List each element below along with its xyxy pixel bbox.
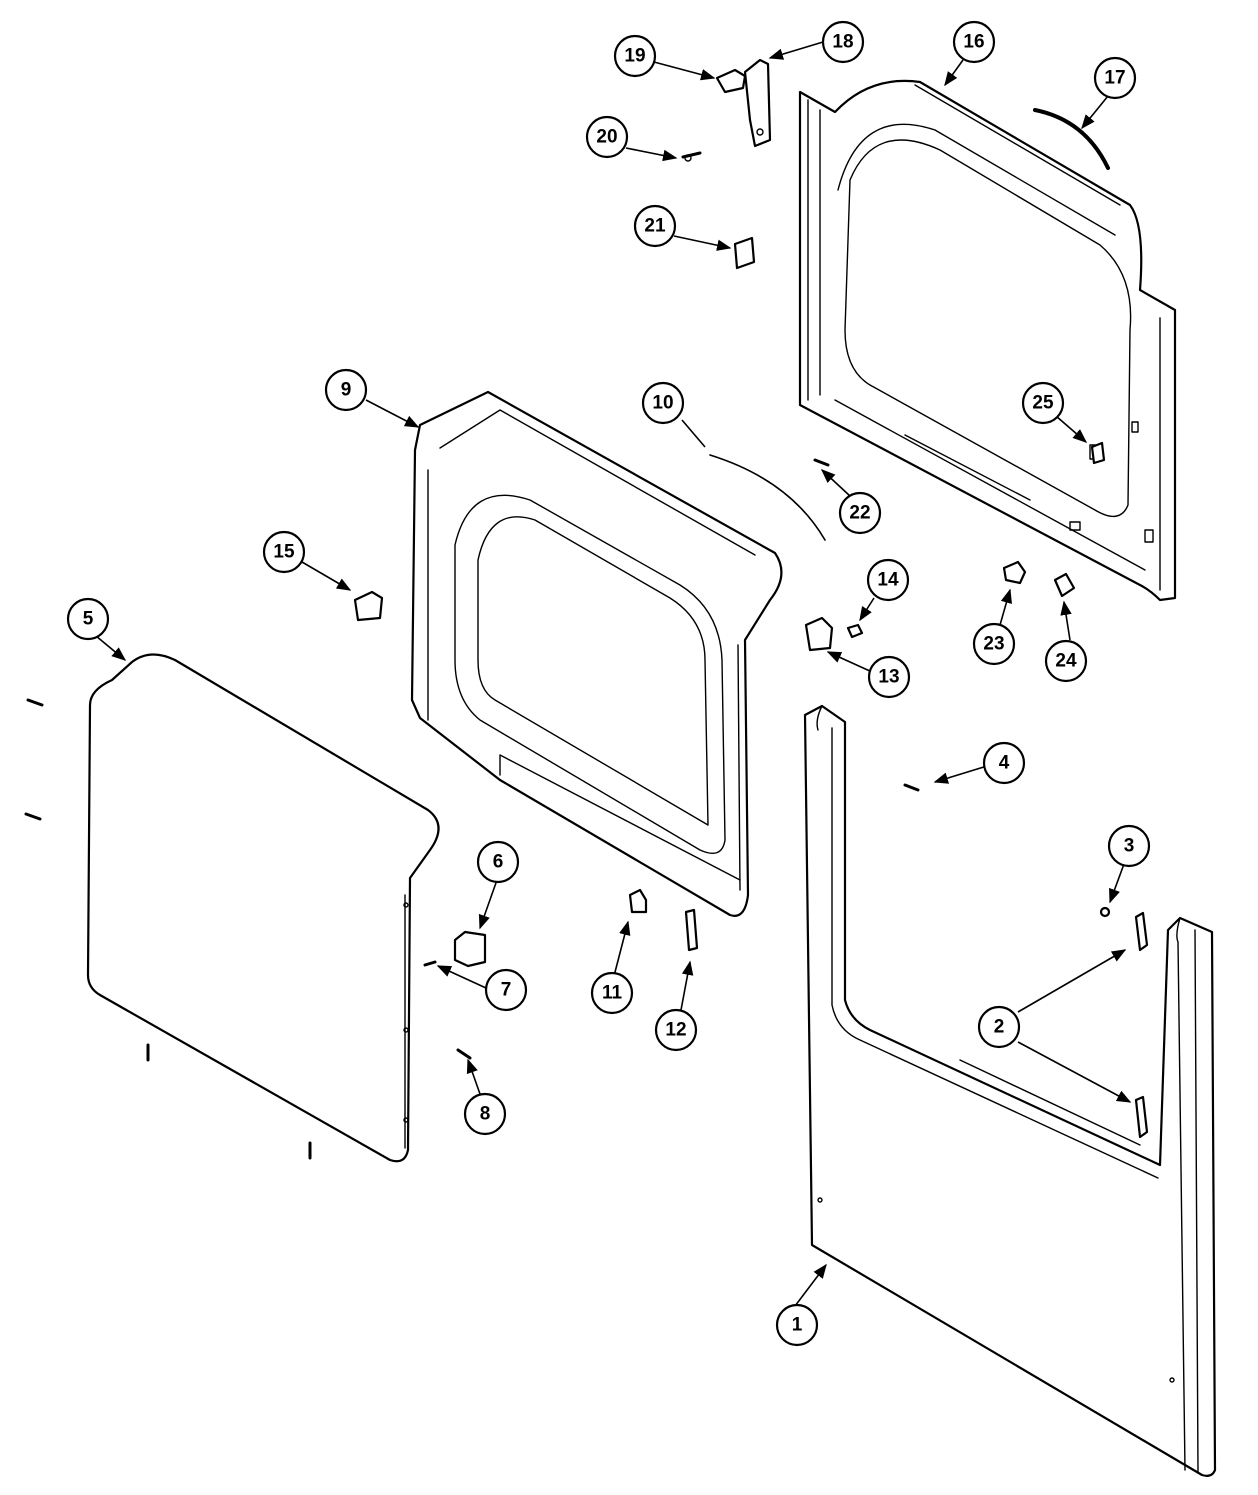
callout-1: 1: [775, 1303, 819, 1347]
callout-22-label: 22: [849, 503, 870, 524]
clip-part-19: [715, 68, 747, 94]
callout-18: 18: [821, 20, 865, 64]
callout-20: 20: [585, 115, 629, 159]
callout-6-label: 6: [493, 852, 504, 873]
clip-part-25: [1090, 441, 1106, 465]
callout-2: 2: [977, 1005, 1021, 1049]
rear-panel-part: [798, 79, 1177, 602]
callout-21: 21: [633, 204, 677, 248]
nut-part-3: [1099, 906, 1111, 918]
callout-11-label: 11: [602, 983, 623, 1004]
callout-8: 8: [463, 1092, 507, 1136]
screw-part-8: [456, 1048, 472, 1060]
screw-part-7: [423, 960, 437, 967]
callout-9-label: 9: [341, 380, 352, 401]
screw-part-22: [813, 458, 830, 467]
callout-17: 17: [1093, 56, 1137, 100]
clip-part-15: [353, 590, 384, 622]
callout-12: 12: [654, 1008, 698, 1052]
screw-part-20: [681, 151, 702, 162]
clip-part-24: [1053, 572, 1076, 598]
hinge-part-13: [804, 616, 834, 652]
latch-part-2a: [1134, 911, 1149, 952]
callout-13-label: 13: [878, 667, 899, 688]
callout-24-label: 24: [1055, 651, 1077, 672]
screws-loose: [24, 698, 312, 1160]
callout-20-label: 20: [596, 127, 617, 148]
callout-16-label: 16: [963, 32, 984, 53]
callout-4: 4: [982, 741, 1026, 785]
top-panel-part: [86, 653, 440, 1163]
callout-5-label: 5: [83, 609, 94, 630]
callout-2-label: 2: [994, 1017, 1005, 1038]
callout-14-label: 14: [877, 570, 899, 591]
callout-4-label: 4: [999, 753, 1010, 774]
callout-15: 15: [262, 530, 306, 574]
leader-lines: [95, 41, 1132, 1311]
callout-22: 22: [838, 491, 882, 535]
front-bulkhead-part: [410, 390, 783, 917]
callout-17-label: 17: [1104, 68, 1125, 89]
callout-1-label: 1: [792, 1315, 803, 1336]
callout-25-label: 25: [1032, 393, 1054, 414]
callout-21-label: 21: [644, 216, 666, 237]
callout-15-label: 15: [273, 542, 295, 563]
latch-part-2b: [1134, 1095, 1149, 1139]
callout-10-label: 10: [652, 393, 673, 414]
callout-6: 6: [476, 840, 520, 884]
callout-25: 25: [1021, 381, 1065, 425]
screw-part-4: [903, 783, 920, 792]
callout-9: 9: [324, 368, 368, 412]
callout-7: 7: [484, 968, 528, 1012]
callout-11: 11: [590, 971, 634, 1015]
hinge-part-6: [453, 930, 487, 968]
callout-10: 10: [641, 381, 685, 425]
callout-19: 19: [613, 34, 657, 78]
callout-5: 5: [66, 597, 110, 641]
clip-part-21: [733, 236, 756, 270]
callout-8-label: 8: [480, 1104, 491, 1125]
arc-seal-part: [709, 454, 826, 541]
callout-19-label: 19: [624, 46, 645, 67]
callout-3-label: 3: [1124, 836, 1135, 857]
callout-23: 23: [972, 622, 1016, 666]
callout-14: 14: [866, 558, 910, 602]
bracket-part-11: [628, 888, 648, 914]
callout-18-label: 18: [832, 32, 853, 53]
seal-strip-part: [1033, 108, 1110, 170]
bracket-part-18: [743, 58, 772, 148]
front-panel-part: [803, 704, 1217, 1477]
callout-7-label: 7: [501, 980, 512, 1001]
callout-3: 3: [1107, 824, 1151, 868]
callout-23-label: 23: [983, 634, 1004, 655]
callout-24: 24: [1044, 639, 1088, 683]
callout-12-label: 12: [665, 1020, 686, 1041]
callout-13: 13: [867, 655, 911, 699]
callout-16: 16: [952, 20, 996, 64]
clip-part-23: [1002, 560, 1027, 585]
nut-part-14: [846, 623, 864, 639]
bracket-part-12: [684, 908, 699, 952]
